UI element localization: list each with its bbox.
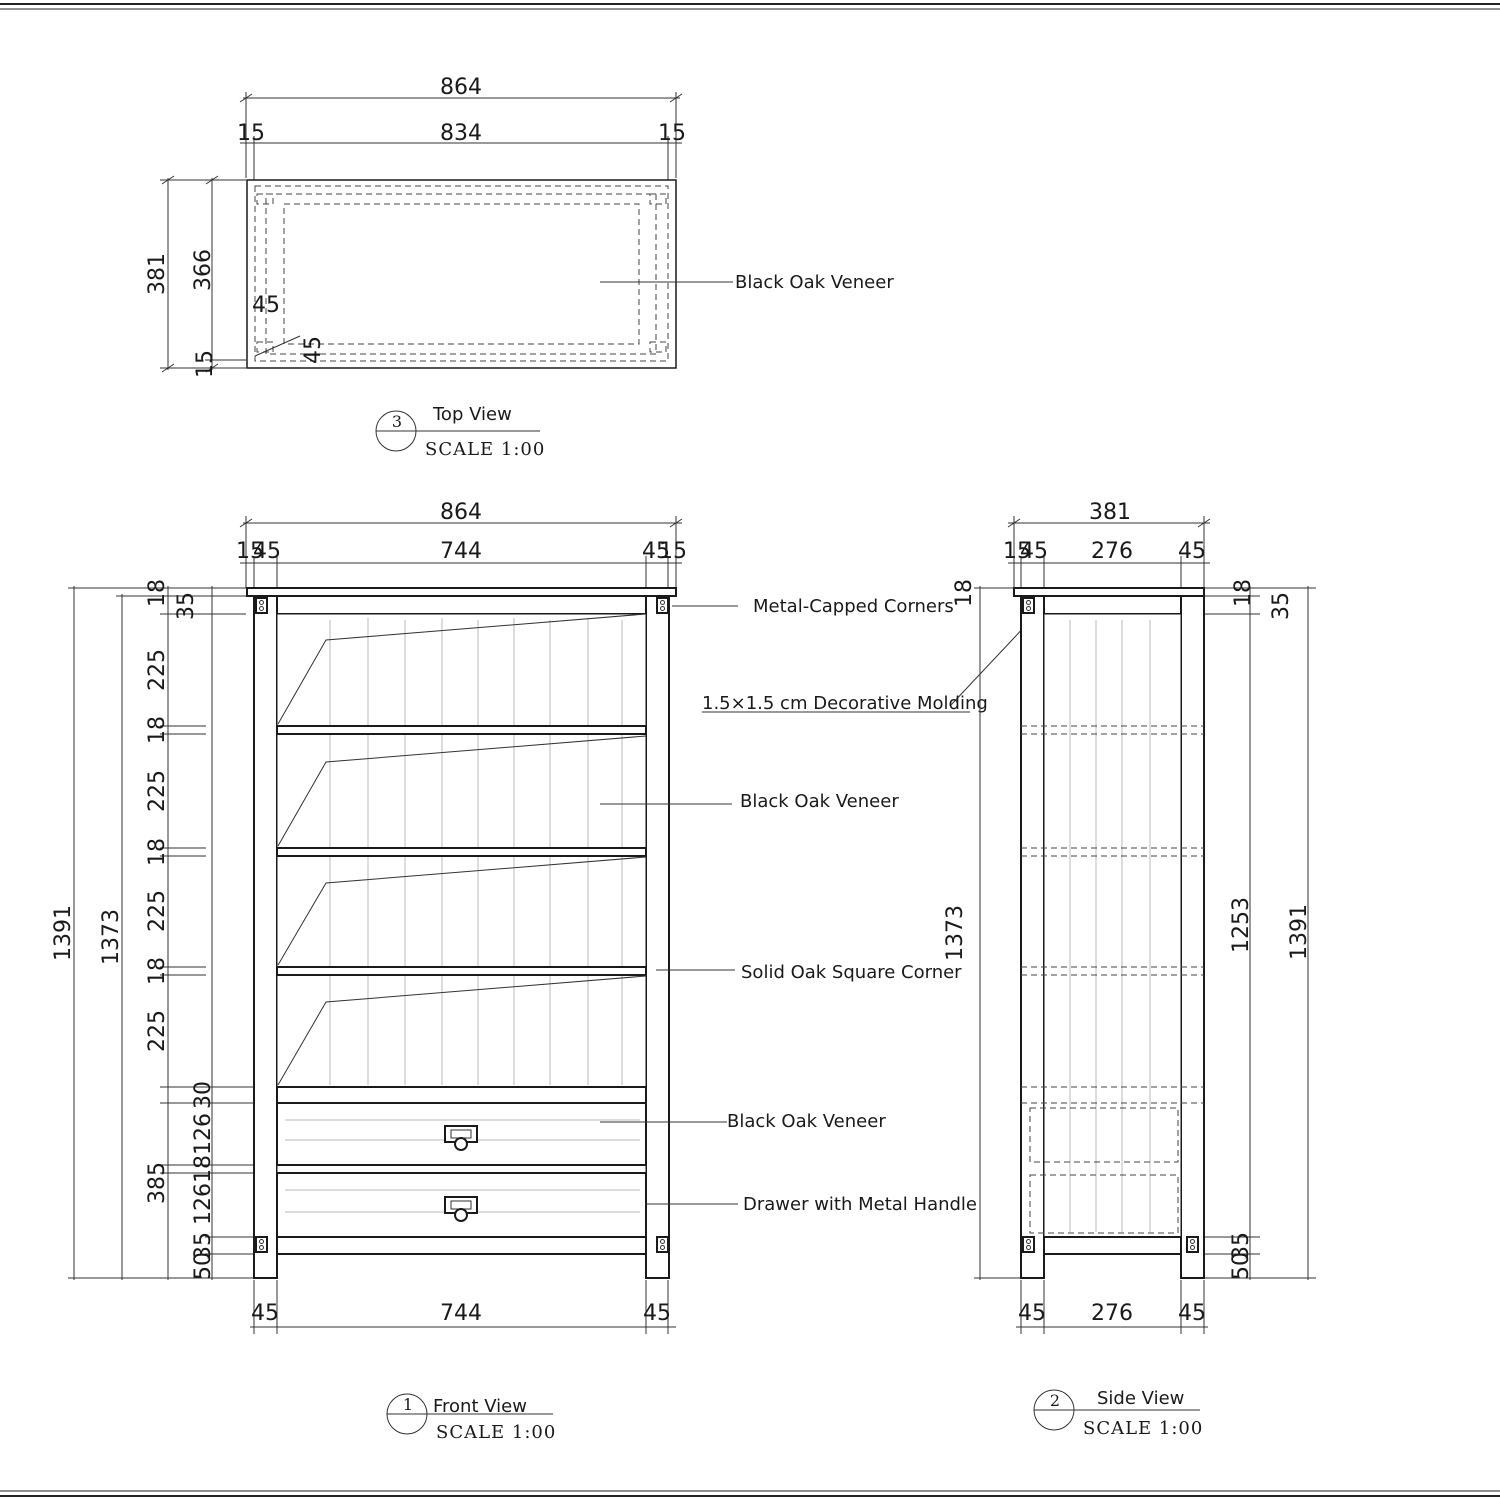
side-view-metal-corner-icon [1022, 1236, 1035, 1253]
front-view-stack-dim: 225 [145, 890, 170, 932]
side-view-number: 2 [1050, 1391, 1060, 1410]
side-view-right-top: 18 [1231, 579, 1256, 607]
side-view-bottom-inner: 276 [1091, 1301, 1133, 1326]
front-view-stack-dim: 18 [145, 838, 170, 866]
front-view-stack-dim: 126 [191, 1113, 216, 1155]
top-view-title: Top View [432, 404, 512, 425]
label-solid-oak-square-corner: Solid Oak Square Corner [741, 962, 962, 983]
side-view-bottom-b: 50 [1229, 1252, 1254, 1280]
side-view-inner-height: 1253 [1229, 897, 1254, 953]
side-view-right-apron: 35 [1269, 592, 1294, 620]
front-view-right-edge: 15 [659, 539, 687, 564]
top-view-post-a: 45 [252, 293, 280, 318]
front-view-inner-width: 744 [440, 539, 482, 564]
top-view-scale: SCALE 1:00 [425, 439, 545, 460]
front-view-stack-dim: 35 [174, 592, 199, 620]
sheet-border [0, 3, 1500, 1497]
label-decorative-molding: 1.5×1.5 cm Decorative Molding [702, 693, 988, 714]
front-view-bottom-left-post: 45 [251, 1301, 279, 1326]
side-view-overall-depth: 381 [1089, 500, 1131, 525]
front-view-metal-corner-icon [255, 597, 268, 614]
front-view-scale: SCALE 1:00 [436, 1422, 556, 1443]
front-view-drawer-handle-icon [444, 1196, 478, 1222]
front-view-metal-corner-icon [255, 1236, 268, 1253]
top-view-overall-width: 864 [440, 75, 482, 100]
side-view-bottom-a: 35 [1229, 1232, 1254, 1260]
top-view-bottom-edge: 15 [193, 350, 218, 378]
front-view-drawer-handle-icon [444, 1125, 478, 1151]
side-view-left-edge: 15 [1003, 539, 1031, 564]
front-view-left-post: 45 [253, 539, 281, 564]
front-view-stack-dim: 18 [145, 716, 170, 744]
front-view-overall-width: 864 [440, 500, 482, 525]
front-view-stack-dim: 225 [145, 770, 170, 812]
front-view-lower-section: 385 [145, 1162, 170, 1204]
front-view-bottom-right-post: 45 [643, 1301, 671, 1326]
top-view-veneer-label: Black Oak Veneer [735, 272, 894, 293]
front-view: 864 744 15 45 45 15 45 744 45 1391 1373 … [51, 500, 1045, 1443]
top-view-right-edge: 15 [658, 121, 686, 146]
label-metal-capped-corners: Metal-Capped Corners [753, 596, 954, 617]
front-view-stack-dim: 18 [145, 579, 170, 607]
label-black-oak-veneer-drawers: Black Oak Veneer [727, 1111, 886, 1132]
front-view-stack-dim: 30 [191, 1081, 216, 1109]
front-view-metal-corner-icon [656, 597, 669, 614]
side-view-bottom-right-post: 45 [1178, 1301, 1206, 1326]
side-view-metal-corner-icon [1022, 597, 1035, 614]
top-view-inner-depth: 366 [191, 249, 216, 291]
front-view-right-post: 45 [642, 539, 670, 564]
front-view-title-block: 1 Front View SCALE 1:00 [386, 1393, 556, 1443]
side-view-right-post: 45 [1178, 539, 1206, 564]
front-view-stack-dim: 18 [145, 957, 170, 985]
front-view-stack-dim: 50 [191, 1252, 216, 1280]
front-view-metal-corner-icon [656, 1236, 669, 1253]
side-view: 381 15 45 276 45 45 276 45 18 1373 18 35… [943, 500, 1316, 1439]
front-view-stack-dim: 225 [145, 649, 170, 691]
top-view-left-edge: 15 [237, 121, 265, 146]
side-view-body-height: 1373 [943, 905, 968, 961]
top-view-title-block: 3 Top View SCALE 1:00 [375, 404, 545, 460]
front-view-number: 1 [403, 1395, 413, 1414]
front-view-title: Front View [433, 1396, 527, 1417]
top-view-inner-width: 834 [440, 121, 482, 146]
side-view-scale: SCALE 1:00 [1083, 1418, 1203, 1439]
front-view-stack-dim: 225 [145, 1010, 170, 1052]
front-view-stack-dim: 35 [191, 1232, 216, 1260]
side-view-inner-depth: 276 [1091, 539, 1133, 564]
label-black-oak-veneer-shelves: Black Oak Veneer [740, 791, 899, 812]
front-view-body-height: 1373 [99, 909, 124, 965]
front-view-left-edge: 15 [236, 539, 264, 564]
side-view-left-top: 18 [952, 579, 977, 607]
front-view-overall-height: 1391 [51, 905, 76, 961]
side-view-bottom-left-post: 45 [1018, 1301, 1046, 1326]
front-view-stack-dim: 126 [191, 1183, 216, 1225]
side-view-title-block: 2 Side View SCALE 1:00 [1033, 1388, 1203, 1439]
front-view-bottom-inner: 744 [440, 1301, 482, 1326]
top-view-overall-depth: 381 [145, 253, 170, 295]
side-view-overall-height: 1391 [1287, 904, 1312, 960]
top-view-number: 3 [392, 412, 402, 431]
side-view-left-post: 45 [1020, 539, 1048, 564]
top-view-post-b: 45 [301, 336, 326, 364]
top-view: 864 834 15 15 381 366 15 45 45 Black Oak… [145, 75, 894, 460]
label-drawer-metal-handle: Drawer with Metal Handle [743, 1194, 977, 1215]
side-view-title: Side View [1097, 1388, 1184, 1409]
front-view-stack-dim: 18 [191, 1155, 216, 1183]
side-view-metal-corner-icon [1186, 1236, 1199, 1253]
